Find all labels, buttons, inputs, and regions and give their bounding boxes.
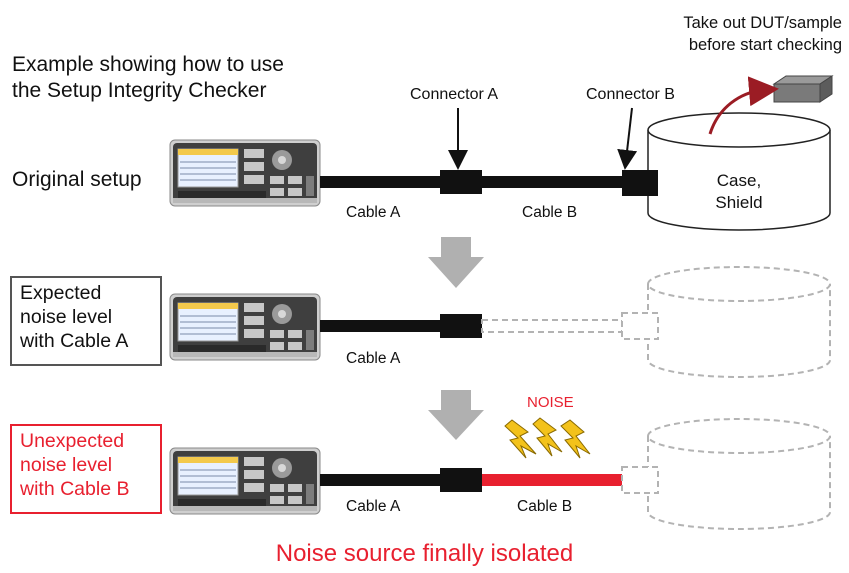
case-label-line-2: Shield [715, 193, 763, 212]
down-arrow-2 [428, 390, 484, 440]
unexpected-line-2: noise level [20, 454, 113, 476]
down-arrow-1 [428, 237, 484, 288]
dut-note: Take out DUT/sample before start checkin… [622, 12, 842, 56]
connector-a-label: Connector A [410, 86, 499, 103]
case-shield-label: Case, Shield [694, 170, 784, 214]
row-original-setup [169, 75, 834, 231]
cable-b-label: Cable B [517, 498, 573, 515]
instrument-icon [169, 293, 321, 361]
connector-a-shape [440, 170, 482, 194]
cable-a [320, 474, 440, 486]
conclusion-text: Noise source finally isolated [275, 540, 574, 567]
cable-b-label: Cable B [522, 204, 578, 221]
cable-a-label: Cable A [346, 350, 401, 367]
cable-b [482, 176, 622, 188]
cable-a-label: Cable A [346, 204, 401, 221]
noisy-cable-b [482, 474, 622, 486]
intro-text: Example showing how to use the Setup Int… [12, 52, 284, 104]
intro-line-1: Example showing how to use [12, 53, 284, 76]
removed-cable-b [481, 319, 623, 333]
removed-case-outline [621, 418, 831, 530]
intro-line-2: the Setup Integrity Checker [12, 79, 267, 102]
expected-line-1: Expected [20, 282, 102, 304]
noise-label: NOISE [527, 394, 574, 411]
dut-note-line-1: Take out DUT/sample [683, 14, 842, 32]
connector-a-shape [440, 314, 482, 338]
original-setup-label: Original setup [12, 168, 142, 191]
case-label-line-1: Case, [716, 171, 762, 190]
dut-note-line-2: before start checking [688, 36, 842, 54]
cable-a-label: Cable A [346, 498, 401, 515]
instrument-icon [169, 139, 321, 207]
cable-a [320, 176, 440, 188]
connector-b-pointer [617, 107, 638, 170]
unexpected-line-1: Unexpected [20, 430, 125, 452]
dut-sample-box [772, 75, 834, 103]
expected-line-3: with Cable A [20, 330, 129, 352]
remove-dut-arrow [708, 76, 779, 135]
connector-b-label: Connector B [586, 86, 675, 103]
case-shield-cylinder [622, 112, 831, 231]
cable-a [320, 320, 440, 332]
expected-line-2: noise level [20, 306, 113, 328]
unexpected-line-3: with Cable B [20, 478, 130, 500]
expected-noise-box: Expected noise level with Cable A [10, 276, 162, 366]
row-expected [169, 266, 831, 378]
connector-a-shape [440, 468, 482, 492]
instrument-icon [169, 447, 321, 515]
unexpected-noise-box: Unexpected noise level with Cable B [10, 424, 162, 514]
lightning-icon [504, 417, 591, 459]
removed-case-outline [621, 266, 831, 378]
row-unexpected [169, 417, 831, 530]
